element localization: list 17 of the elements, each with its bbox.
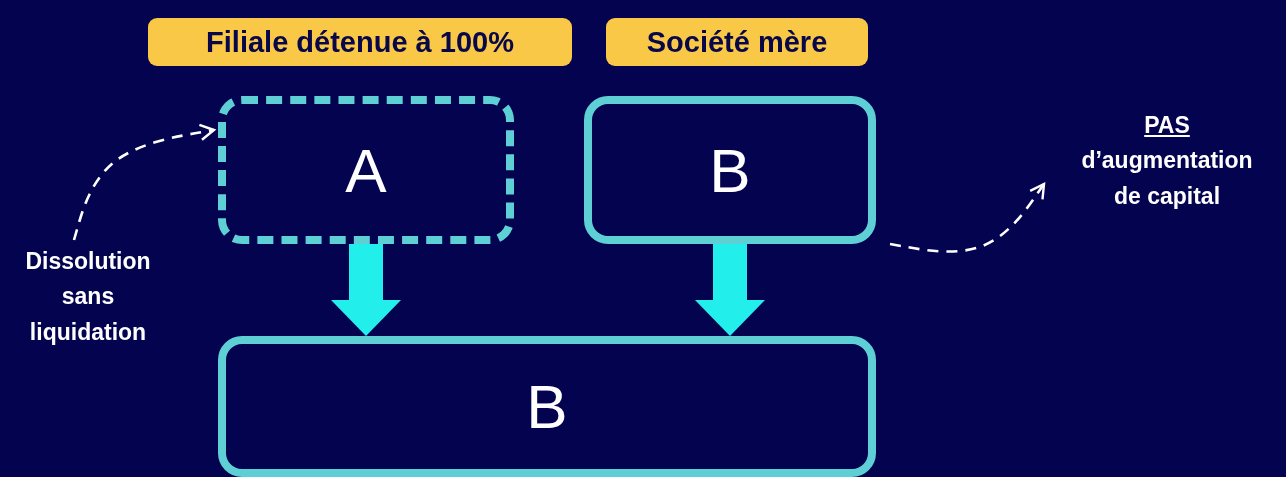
- block-arrow: [331, 244, 401, 336]
- entity-letter: A: [345, 134, 387, 206]
- tag-badge: [148, 18, 572, 66]
- annotation-text: PAS: [1144, 110, 1190, 140]
- entity-box: [218, 336, 876, 477]
- entity-box: [584, 96, 876, 244]
- dashed-arrow: [889, 182, 1046, 253]
- tag-badge: [606, 18, 868, 66]
- dashed-entity-box: [218, 96, 514, 244]
- annotation-text: d’augmentation de capital: [1080, 146, 1254, 211]
- entity-letter: B: [526, 371, 568, 442]
- block-arrow: [695, 244, 765, 336]
- tag-label: Filiale détenue à 100%: [206, 25, 514, 59]
- entity-letter: B: [709, 134, 751, 206]
- annotation-text: Dissolution sans liquidation: [24, 246, 152, 347]
- dashed-arrow: [72, 123, 216, 241]
- tag-label: Société mère: [646, 25, 828, 59]
